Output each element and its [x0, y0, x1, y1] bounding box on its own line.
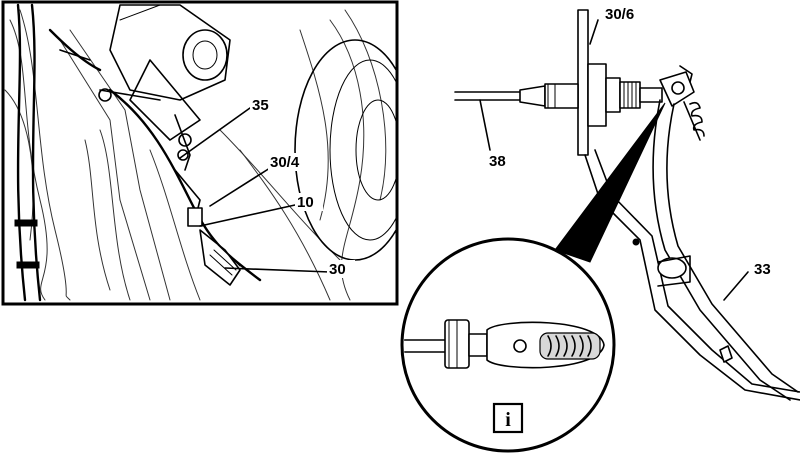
- info-badge: [492, 402, 524, 434]
- detail-magnifier: i: [400, 237, 616, 453]
- callout-38: 38: [489, 153, 506, 170]
- bulkhead-plate: [577, 9, 589, 156]
- hoses: [14, 3, 102, 302]
- callout-30-6: 30/6: [605, 6, 634, 23]
- engine-bay-illustration: 35 30/4 10 30: [1, 0, 399, 306]
- throttle-body-shape: [109, 4, 231, 141]
- callout-33: 33: [754, 261, 771, 278]
- callout-35: 35: [252, 97, 269, 114]
- return-spring: [689, 101, 705, 137]
- grommet-30-6: [587, 63, 607, 127]
- callout-10: 10: [297, 194, 314, 211]
- cable-end-fitting: [659, 71, 695, 107]
- pedal-pivot: [657, 257, 687, 279]
- cable-38: [454, 91, 521, 101]
- zoom-wedge: [554, 102, 666, 263]
- photo-throttle-cable: [98, 88, 262, 286]
- callout-30-4: 30/4: [270, 154, 300, 171]
- callout-30: 30: [329, 261, 346, 278]
- photo-leader-lines: [179, 107, 331, 273]
- info-icon: i: [505, 409, 511, 431]
- detail-spring: [547, 335, 592, 357]
- pedal-cable-diagram: 30/6 38 33 i: [400, 5, 800, 453]
- pedal-lever: [652, 99, 791, 401]
